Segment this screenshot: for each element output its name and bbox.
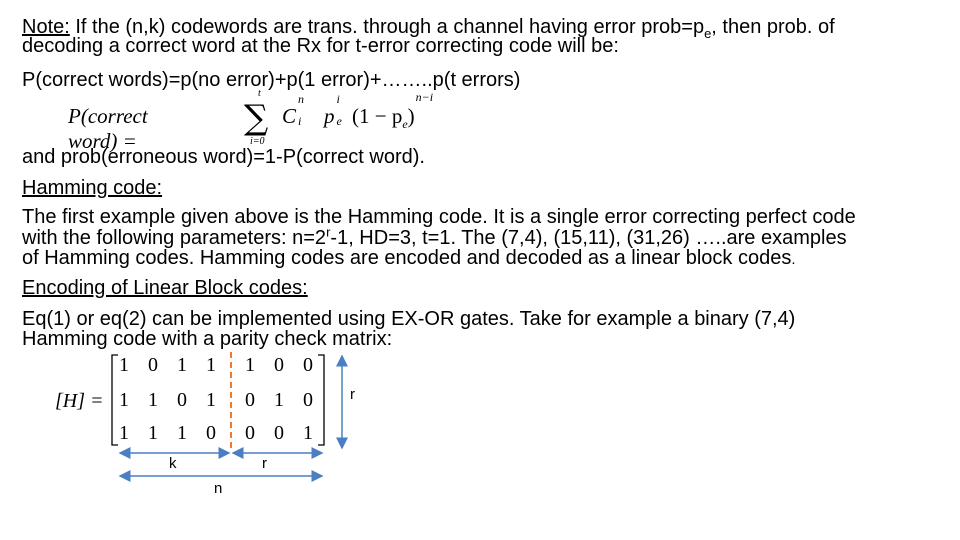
- paren-close: ): [407, 104, 415, 128]
- hamming-line-2b: -1, HD=3, t=1. The (7,4), (15,11), (31,2…: [330, 227, 847, 249]
- hamming-line-3a: of Hamming codes. Hamming codes are enco…: [22, 247, 792, 269]
- sum-line: P(correct words)=p(no error)+p(1 error)+…: [22, 69, 521, 91]
- matrix-cell: 0: [148, 354, 158, 376]
- matrix-cell: 1: [148, 422, 158, 444]
- C-symbol: C: [282, 104, 297, 128]
- dim-n-label: n: [214, 480, 223, 497]
- matrix-cell: 0: [245, 422, 255, 444]
- note-text-a: If the (n,k) codewords are trans. throug…: [69, 16, 705, 38]
- matrix-cell: 1: [206, 389, 216, 411]
- matrix-cell: 1: [119, 389, 129, 411]
- right-bracket: [318, 354, 325, 446]
- left-bracket: [111, 354, 118, 446]
- matrix-label: [H] =: [55, 390, 104, 412]
- matrix-cell: 1: [119, 422, 129, 444]
- matrix-cell: 0: [177, 389, 187, 411]
- note-label: Note:: [22, 16, 70, 38]
- hamming-line-3: of Hamming codes. Hamming codes are enco…: [22, 247, 796, 271]
- hamming-sup: r: [326, 224, 331, 240]
- formula-lhs: P(correct word) =: [68, 104, 148, 153]
- p-sup: i: [336, 92, 340, 106]
- encoding-line-2: Hamming code with a parity check matrix:: [22, 328, 393, 350]
- note-line-2: decoding a correct word at the Rx for t-…: [22, 35, 619, 57]
- sigma-symbol: ∑: [244, 98, 269, 138]
- paren-sub: e: [402, 117, 408, 132]
- matrix-cell: 0: [303, 389, 313, 411]
- encoding-heading: Encoding of Linear Block codes:: [22, 277, 308, 299]
- C-sup: n: [298, 92, 305, 106]
- exponent: n−i: [415, 90, 434, 104]
- matrix-cell: 0: [245, 389, 255, 411]
- paren-open: (1 − p: [352, 104, 403, 128]
- erroneous-line: and prob(erroneous word)=1-P(correct wor…: [22, 146, 425, 168]
- matrix-cell: 1: [303, 422, 313, 444]
- hamming-line-2a: with the following parameters: n=2: [22, 227, 327, 249]
- hamming-line-2: with the following parameters: n=2r-1, H…: [22, 224, 847, 249]
- matrix-cell: 0: [303, 354, 313, 376]
- matrix-cell: 1: [274, 389, 284, 411]
- matrix-cell: 1: [245, 354, 255, 376]
- sum-upper-limit: t: [258, 88, 261, 99]
- hamming-line-3b: .: [791, 251, 796, 268]
- C-sub: i: [298, 114, 302, 128]
- complement-term: (1 − pe)n−i: [352, 90, 433, 132]
- sum-lower-limit: i=0: [250, 136, 265, 147]
- matrix-cell: 0: [274, 422, 284, 444]
- matrix-cell: 1: [148, 389, 158, 411]
- hamming-heading: Hamming code:: [22, 177, 163, 199]
- matrix-cell: 1: [119, 354, 129, 376]
- note-text-b: , then prob. of: [711, 16, 835, 38]
- dim-r-label: r: [262, 455, 267, 472]
- hamming-line-1: The first example given above is the Ham…: [22, 206, 856, 228]
- note-sub: e: [704, 26, 712, 41]
- matrix-cell: 1: [177, 422, 187, 444]
- note-line-1: Note: If the (n,k) codewords are trans. …: [22, 16, 835, 41]
- encoding-line-1: Eq(1) or eq(2) can be implemented using …: [22, 308, 796, 330]
- matrix-cell: 0: [274, 354, 284, 376]
- p-symbol: p: [324, 104, 335, 128]
- matrix-cell: 0: [206, 422, 216, 444]
- matrix-cell: 1: [206, 354, 216, 376]
- matrix-cell: 1: [177, 354, 187, 376]
- p-sub: e: [336, 114, 342, 128]
- dim-r-side-label: r: [350, 386, 355, 403]
- dim-k-label: k: [169, 455, 177, 472]
